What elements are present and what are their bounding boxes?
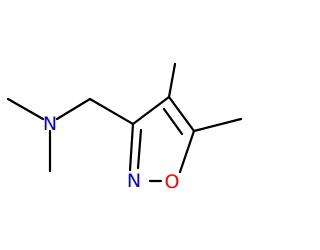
nitrogen-atom-label: N: [43, 113, 57, 135]
bond-c5-methyl: [192, 117, 243, 133]
bond-c4-c5-single: [167, 95, 196, 133]
bond-ch2-c3: [88, 97, 135, 126]
bond-c5-o1: [178, 129, 196, 174]
bond-c3-n2-inner: [136, 128, 143, 170]
bond-c3-c4: [131, 95, 171, 126]
ring-oxygen-atom-label: O: [165, 171, 180, 193]
bond-c4-c5-double: [162, 107, 184, 136]
molecule-structure: N N O: [6, 62, 243, 193]
bond-c4-methyl: [167, 62, 177, 99]
bond-c3-n2-outer: [128, 122, 135, 172]
bond-methyl-left-n: [6, 97, 45, 121]
ring-nitrogen-atom-label: N: [127, 170, 141, 192]
bond-n-ch2: [55, 97, 92, 121]
